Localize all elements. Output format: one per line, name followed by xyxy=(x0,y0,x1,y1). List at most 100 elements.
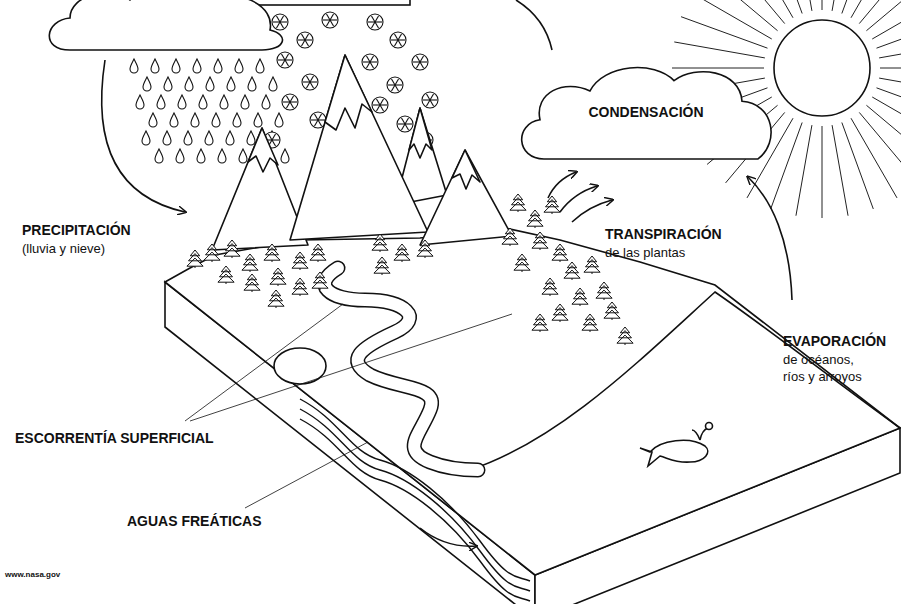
illustration-part xyxy=(245,442,368,508)
raindrop xyxy=(157,95,165,109)
illustration-part xyxy=(640,440,708,466)
illustration-part xyxy=(325,55,372,130)
tree xyxy=(218,266,234,284)
sun-ray xyxy=(879,78,901,94)
illustration-part xyxy=(402,118,409,130)
sun-ray xyxy=(672,68,764,69)
tree xyxy=(604,302,620,320)
illustration-part xyxy=(185,304,343,421)
raindrop xyxy=(239,149,247,163)
process-label: CONDENSACIÓN xyxy=(512,104,780,121)
illustration-part xyxy=(422,92,438,108)
raindrop xyxy=(218,149,226,163)
tree xyxy=(374,257,390,275)
raindrop xyxy=(275,113,283,127)
raindrop xyxy=(248,77,256,91)
illustration-part xyxy=(282,54,289,66)
sun-ray xyxy=(851,0,897,18)
sun-ray xyxy=(859,112,901,182)
process-label: ESCORRENTÍA SUPERFICIAL xyxy=(15,430,214,447)
raindrop xyxy=(178,95,186,109)
sun-ray xyxy=(877,88,901,119)
sun-ray xyxy=(822,0,823,10)
raindrop xyxy=(193,59,201,73)
raindrop xyxy=(163,131,171,145)
ground-top-face xyxy=(165,228,900,575)
illustration-part xyxy=(392,79,399,91)
raindrop xyxy=(197,149,205,163)
tree xyxy=(584,256,600,274)
raindrop xyxy=(151,59,159,73)
raindrop xyxy=(149,113,157,127)
sun-ray xyxy=(877,17,901,48)
raindrop xyxy=(254,113,262,127)
tree xyxy=(564,262,580,280)
tree xyxy=(514,254,530,272)
illustration-part xyxy=(367,56,374,68)
raindrop xyxy=(233,113,241,127)
tree xyxy=(552,244,568,262)
snowflake xyxy=(390,32,406,48)
illustration-part xyxy=(377,99,384,111)
illustration-part xyxy=(302,34,309,46)
rain-cloud xyxy=(49,0,282,50)
raindrop xyxy=(170,113,178,127)
snowflake xyxy=(412,54,428,70)
tree xyxy=(394,244,410,262)
cycle-arc xyxy=(516,0,552,50)
raindrop xyxy=(199,95,207,109)
illustration-part xyxy=(277,16,284,28)
snowflake xyxy=(372,97,388,113)
illustration-part xyxy=(427,94,434,106)
raindrop xyxy=(191,113,199,127)
source-credit: www.nasa.gov xyxy=(5,570,60,580)
raindrop xyxy=(247,131,255,145)
snowflake xyxy=(387,77,403,93)
illustration-part xyxy=(297,32,313,48)
whale xyxy=(640,423,713,467)
snowflake xyxy=(362,54,378,70)
process-note: (lluvia y nieve) xyxy=(22,240,105,257)
snowflake xyxy=(282,94,298,110)
sun-ray xyxy=(879,42,901,58)
raindrop xyxy=(130,59,138,73)
illustration-part xyxy=(277,52,293,68)
illustration-part xyxy=(392,79,399,91)
illustration-part xyxy=(372,16,379,28)
sun-ray xyxy=(872,0,901,39)
illustration-part xyxy=(395,34,402,46)
illustration-part xyxy=(287,96,294,108)
tree xyxy=(572,288,588,306)
process-label: AGUAS FREÁTICAS xyxy=(127,513,262,530)
raindrop xyxy=(136,95,144,109)
tree xyxy=(224,240,240,258)
illustration-part xyxy=(287,96,294,108)
sun-ray xyxy=(832,125,848,216)
sun-ray xyxy=(707,0,777,31)
snowflake xyxy=(397,116,413,132)
sun xyxy=(774,20,870,116)
illustration-part xyxy=(327,14,334,26)
illustration-part xyxy=(315,114,322,126)
snowflake xyxy=(302,74,318,90)
tree xyxy=(372,234,388,252)
illustration-part xyxy=(282,54,289,66)
illustration-part xyxy=(387,77,403,93)
illustration-part xyxy=(420,150,512,245)
raindrop xyxy=(172,59,180,73)
sun-ray xyxy=(880,68,901,69)
tree xyxy=(268,290,284,308)
illustration-part xyxy=(692,428,708,440)
illustration-part xyxy=(327,14,334,26)
tree xyxy=(532,314,548,332)
tree xyxy=(242,254,258,272)
raindrop xyxy=(184,131,192,145)
illustration-part xyxy=(412,54,428,70)
raindrop xyxy=(241,95,249,109)
process-note: de las plantas xyxy=(605,244,685,261)
raindrop xyxy=(269,77,277,91)
trees xyxy=(187,194,633,345)
sun-ray xyxy=(692,0,772,39)
illustration-part xyxy=(302,34,309,46)
